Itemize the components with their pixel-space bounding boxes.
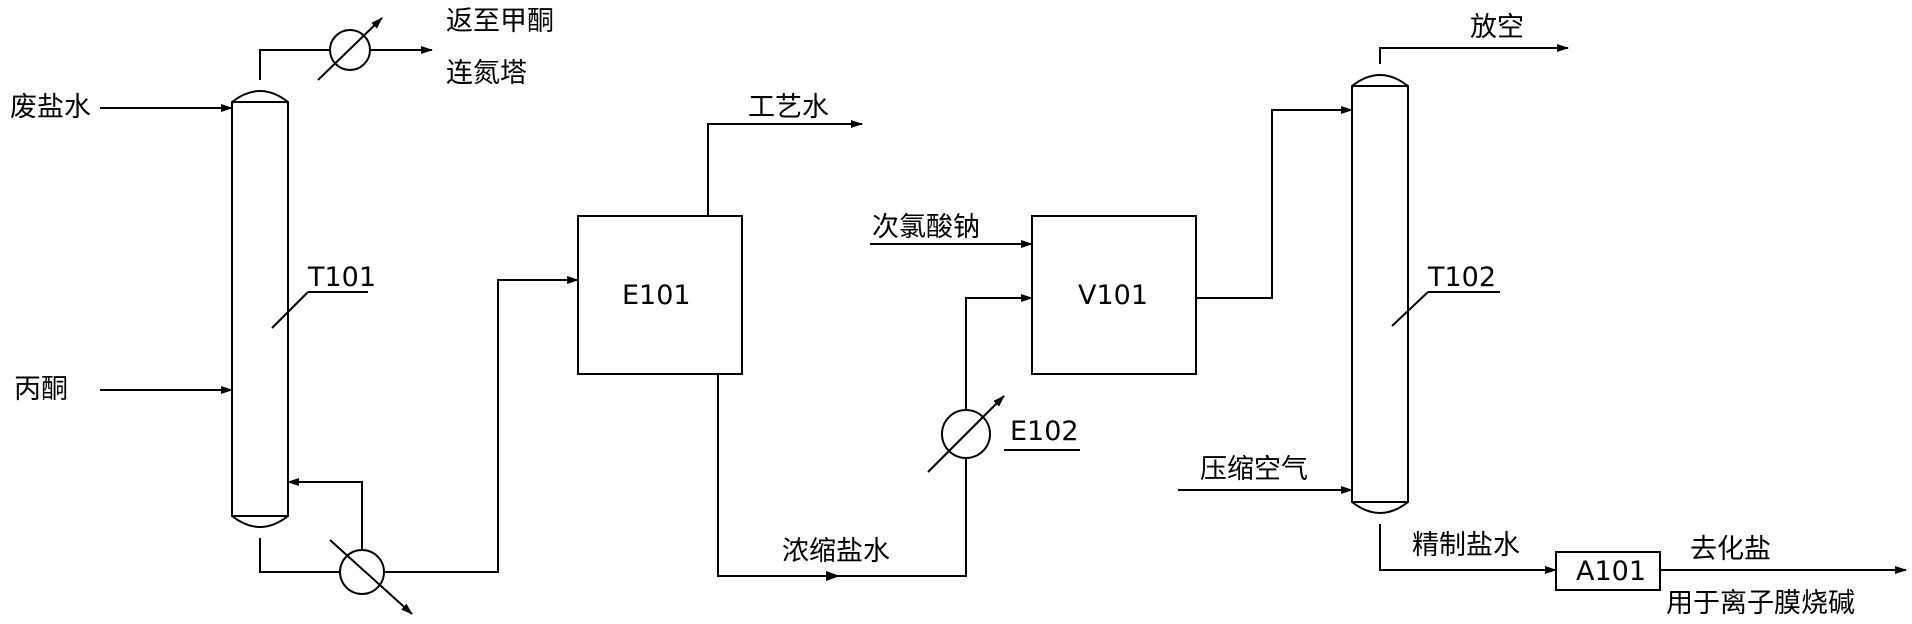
stream-refined-brine — [1379, 524, 1557, 574]
stream-v101-to-t102 — [1196, 106, 1353, 299]
stream-reboiler-return — [287, 478, 363, 550]
label-e102: E102 — [1010, 416, 1079, 447]
unit-a101 — [1555, 551, 1661, 591]
stream-t101-bottoms — [259, 538, 340, 573]
label-to-salt-line1: 去化盐 — [1690, 534, 1771, 565]
stream-vent — [1379, 44, 1569, 64]
label-t102: T102 — [1427, 262, 1496, 293]
label-vent: 放空 — [1470, 12, 1524, 43]
stream-to-e101 — [384, 276, 579, 573]
label-concentrated-brine: 浓缩盐水 — [782, 536, 890, 567]
label-to-salt-line2: 用于离子膜烧碱 — [1666, 588, 1855, 619]
reactor-v101 — [1031, 215, 1197, 375]
evaporator-e101 — [577, 215, 743, 375]
reboiler-exchanger — [329, 539, 413, 615]
label-waste-brine: 废盐水 — [10, 92, 91, 123]
label-e101: E101 — [622, 280, 691, 311]
stream-concentrated-brine — [717, 374, 967, 577]
column-t101 — [231, 90, 289, 528]
heat-exchanger-overhead — [317, 17, 383, 81]
label-t101: T101 — [307, 262, 376, 293]
leader-t101 — [271, 291, 309, 329]
label-sodium-hypochlorite: 次氯酸钠 — [872, 212, 980, 243]
stream-t101-overhead — [259, 49, 330, 80]
stream-to-v101 — [965, 294, 1033, 410]
flow-arrow-brine — [826, 571, 840, 581]
column-t102 — [1351, 74, 1409, 514]
label-compressed-air: 压缩空气 — [1200, 454, 1308, 485]
label-acetone: 丙酮 — [14, 374, 68, 405]
label-return-line1: 返至甲酮 — [446, 6, 554, 37]
leader-t102 — [1391, 291, 1429, 327]
label-v101: V101 — [1078, 280, 1148, 311]
stream-process-water — [707, 120, 863, 216]
heat-exchanger-e102 — [927, 395, 1005, 473]
label-refined-brine: 精制盐水 — [1412, 530, 1520, 561]
label-process-water: 工艺水 — [748, 92, 829, 123]
label-return-line2: 连氮塔 — [446, 58, 527, 89]
label-a101: A101 — [1576, 556, 1646, 587]
